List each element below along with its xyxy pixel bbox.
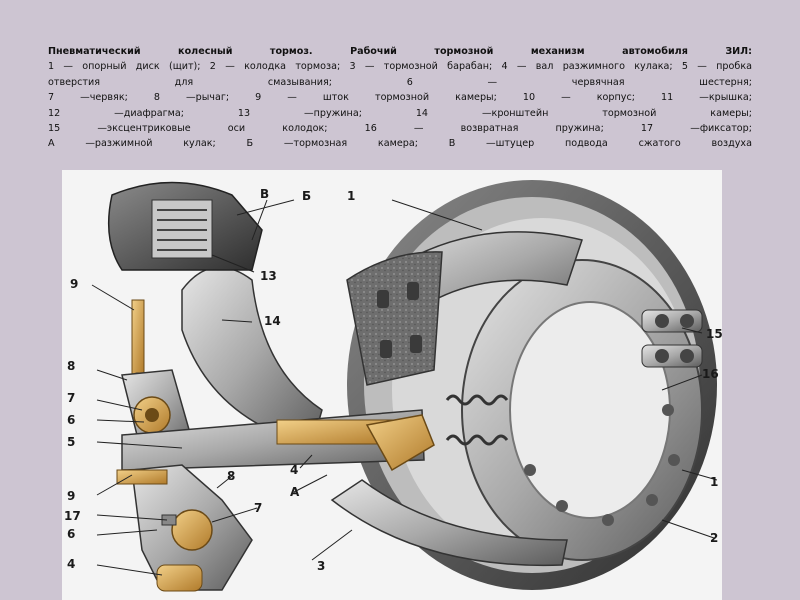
leader-lines <box>91 199 718 576</box>
label-13: 13 <box>260 269 277 283</box>
camshaft <box>121 409 435 472</box>
label-14: 14 <box>264 314 281 328</box>
label-16: 16 <box>702 367 719 381</box>
label-17: 17 <box>64 509 81 523</box>
label-5: 5 <box>67 435 75 449</box>
brake-shoe-upper <box>346 231 583 386</box>
label-1-right: 1 <box>710 475 718 489</box>
caption-line-7: А —разжимной кулак; Б —тормозная камера;… <box>48 138 752 150</box>
brake-shoe-lower <box>330 479 568 567</box>
label-a: А <box>290 485 300 499</box>
brake-drawing: 1 В Б 9 14 13 8 7 6 5 4 А 3 15 16 1 2 8 … <box>64 180 722 592</box>
label-9-inset: 9 <box>67 489 75 503</box>
figure-caption: Пневматический колесный тормоз. Рабочий … <box>48 44 752 152</box>
label-8-inset: 8 <box>227 469 235 483</box>
eccentric-axles <box>641 309 703 368</box>
label-1-top: 1 <box>347 189 355 203</box>
caption-line-4: 7 —червяк; 8 —рычаг; 9 — шток тормозной … <box>48 92 752 104</box>
caption-line-5: 12 —диафрагма; 13 —пружина; 14 —кронштей… <box>48 107 752 119</box>
inset-detail <box>116 464 253 592</box>
part-labels: 1 В Б 9 14 13 8 7 6 5 4 А 3 15 16 1 2 8 … <box>64 187 722 573</box>
label-15: 15 <box>706 327 722 341</box>
brake-mechanism-illustration: 1 В Б 9 14 13 8 7 6 5 4 А 3 15 16 1 2 8 … <box>62 170 722 600</box>
support-disc <box>461 259 703 561</box>
label-b: Б <box>302 189 311 203</box>
label-4-main: 4 <box>290 463 298 477</box>
label-2: 2 <box>710 531 718 545</box>
caption-line-1: Пневматический колесный тормоз. Рабочий … <box>48 44 752 59</box>
return-spring <box>445 394 509 446</box>
label-7: 7 <box>67 391 75 405</box>
chamber-bracket <box>181 266 323 446</box>
label-3: 3 <box>317 559 325 573</box>
label-v: В <box>260 187 269 201</box>
label-6: 6 <box>67 413 75 427</box>
label-7-inset: 7 <box>254 501 262 515</box>
caption-line-3: отверстия для смазывания; 6 — червячная … <box>48 76 752 88</box>
caption-line-2: 1 — опорный диск (щит); 2 — колодка торм… <box>48 61 752 73</box>
label-4-inset: 4 <box>67 557 75 571</box>
label-6-inset: 6 <box>67 527 75 541</box>
caption-line-6: 15 —эксцентриковые оси колодок; 16 — воз… <box>48 123 752 135</box>
label-9: 9 <box>70 277 78 291</box>
label-8: 8 <box>67 359 75 373</box>
brake-chamber <box>107 181 263 271</box>
caption-title: Пневматический колесный тормоз. Рабочий … <box>48 46 752 57</box>
